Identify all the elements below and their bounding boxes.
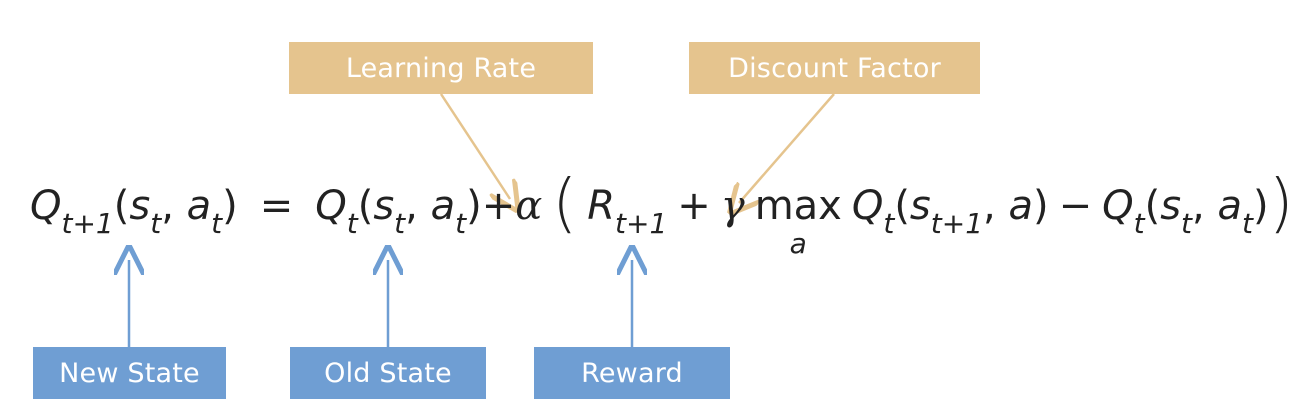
left-paren: (: [894, 183, 910, 229]
subscript-t-plus-1: t+1: [61, 207, 114, 240]
right-paren: ): [222, 183, 238, 229]
subscript-t: t: [1133, 207, 1145, 240]
learning-rate-label: Learning Rate: [289, 42, 593, 94]
q-symbol: Q: [315, 183, 347, 229]
s-symbol: s: [373, 183, 395, 229]
comma: ,: [983, 183, 1009, 229]
subscript-t: t: [394, 207, 406, 240]
subscript-t: t: [1181, 207, 1193, 240]
subscript-t-plus-1: t+1: [615, 207, 668, 240]
plus-sign: +: [481, 183, 516, 229]
q-symbol: Q: [851, 183, 884, 229]
left-paren: (: [1144, 183, 1161, 229]
a-symbol: a: [186, 183, 212, 229]
gamma-symbol: γ: [720, 183, 745, 229]
subscript-t: t: [150, 207, 162, 240]
subscript-t: t: [1241, 207, 1253, 240]
equals-sign: =: [259, 183, 294, 229]
plus-sign: +: [677, 183, 711, 229]
subscript-t: t: [346, 207, 358, 240]
max-subscript: a: [789, 227, 807, 260]
subscript-t: t: [455, 207, 467, 240]
big-right-paren: ): [1268, 167, 1294, 241]
r-symbol: R: [587, 183, 615, 229]
comma: ,: [1192, 183, 1218, 229]
s-symbol: s: [1160, 183, 1182, 229]
new-state-label: New State: [33, 347, 226, 399]
comma: ,: [405, 183, 431, 229]
subscript-t: t: [211, 207, 223, 240]
a-symbol: a: [430, 183, 456, 229]
discount-factor-label: Discount Factor: [689, 42, 980, 94]
comma: ,: [161, 183, 187, 229]
right-paren: ): [1032, 183, 1049, 229]
old-state-label: Old State: [290, 347, 486, 399]
left-paren: (: [113, 183, 130, 229]
right-paren: ): [466, 183, 482, 229]
big-left-paren: (: [552, 167, 578, 241]
alpha-symbol: α: [515, 183, 543, 229]
q-symbol: Q: [1102, 183, 1134, 229]
q-symbol: Q: [30, 183, 62, 229]
discount-factor-arrow: [739, 93, 835, 203]
subscript-t: t: [883, 207, 895, 240]
minus-sign: −: [1058, 183, 1093, 229]
max-text: max: [754, 183, 842, 229]
learning-rate-arrow: [439, 93, 510, 199]
reward-label: Reward: [534, 347, 730, 399]
s-symbol: s: [909, 183, 931, 229]
left-paren: (: [357, 183, 374, 229]
a-symbol: a: [1008, 183, 1033, 229]
right-paren: ): [1252, 183, 1269, 229]
s-symbol: s: [129, 183, 151, 229]
a-symbol: a: [1217, 183, 1242, 229]
subscript-t-plus-1: t+1: [930, 207, 984, 240]
